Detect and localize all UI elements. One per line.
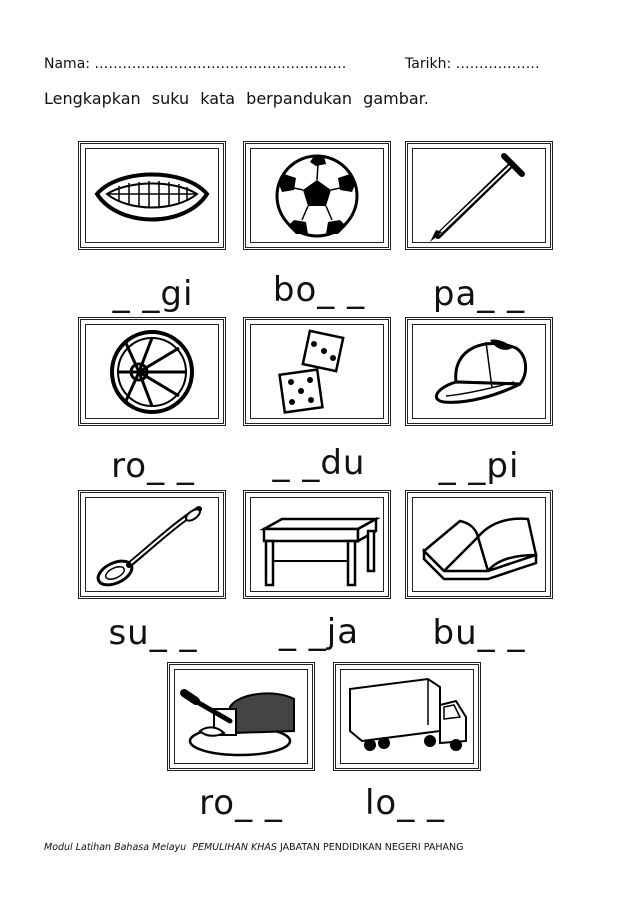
table-icon bbox=[259, 516, 380, 587]
footer: Modul Latihan Bahasa Melayu PEMULIHAN KH… bbox=[44, 842, 463, 853]
dice-icon bbox=[278, 329, 345, 414]
mouth-teeth-icon bbox=[94, 172, 210, 222]
date-field-label: Tarikh: ……………… bbox=[405, 56, 540, 72]
picture-card-table bbox=[243, 490, 391, 599]
instruction-text: Lengkapkan suku kata berpandukan gambar. bbox=[44, 89, 429, 108]
word-5: _ _du bbox=[272, 443, 366, 483]
picture-card-nail bbox=[405, 141, 553, 250]
word-3: pa_ _ bbox=[432, 274, 526, 314]
cap-icon bbox=[434, 339, 527, 404]
word-11: lo_ _ bbox=[364, 783, 446, 823]
word-7: su_ _ bbox=[108, 613, 198, 653]
soccer-ball-icon bbox=[275, 154, 359, 238]
footer-program: PEMULIHAN KHAS bbox=[192, 842, 277, 853]
word-6: _ _pi bbox=[438, 446, 520, 486]
book-icon bbox=[422, 517, 538, 581]
wheel-icon bbox=[110, 330, 194, 414]
bread-icon bbox=[180, 689, 295, 757]
picture-card-bread bbox=[167, 662, 315, 771]
picture-card-wheel bbox=[78, 317, 226, 426]
picture-card-book bbox=[405, 490, 553, 599]
word-10: ro_ _ bbox=[199, 783, 283, 823]
word-1: _ _gi bbox=[112, 274, 194, 314]
word-9: bu_ _ bbox=[432, 613, 526, 653]
nail-icon bbox=[430, 153, 525, 242]
picture-card-ball bbox=[243, 141, 391, 250]
footer-module: Modul Latihan Bahasa Melayu bbox=[44, 842, 187, 853]
name-field-label: Nama: ……………………………………………… bbox=[44, 56, 347, 72]
picture-card-truck bbox=[333, 662, 481, 771]
footer-department: JABATAN PENDIDIKAN NEGERI PAHANG bbox=[279, 842, 464, 853]
picture-card-dice bbox=[243, 317, 391, 426]
picture-card-mouth bbox=[78, 141, 226, 250]
picture-card-cap bbox=[405, 317, 553, 426]
spoon-icon bbox=[96, 506, 202, 587]
word-2: bo_ _ bbox=[272, 270, 366, 310]
truck-icon bbox=[349, 677, 467, 751]
picture-card-spoon bbox=[78, 490, 226, 599]
word-8: _ _ja bbox=[278, 612, 360, 652]
word-4: ro_ _ bbox=[111, 446, 195, 486]
